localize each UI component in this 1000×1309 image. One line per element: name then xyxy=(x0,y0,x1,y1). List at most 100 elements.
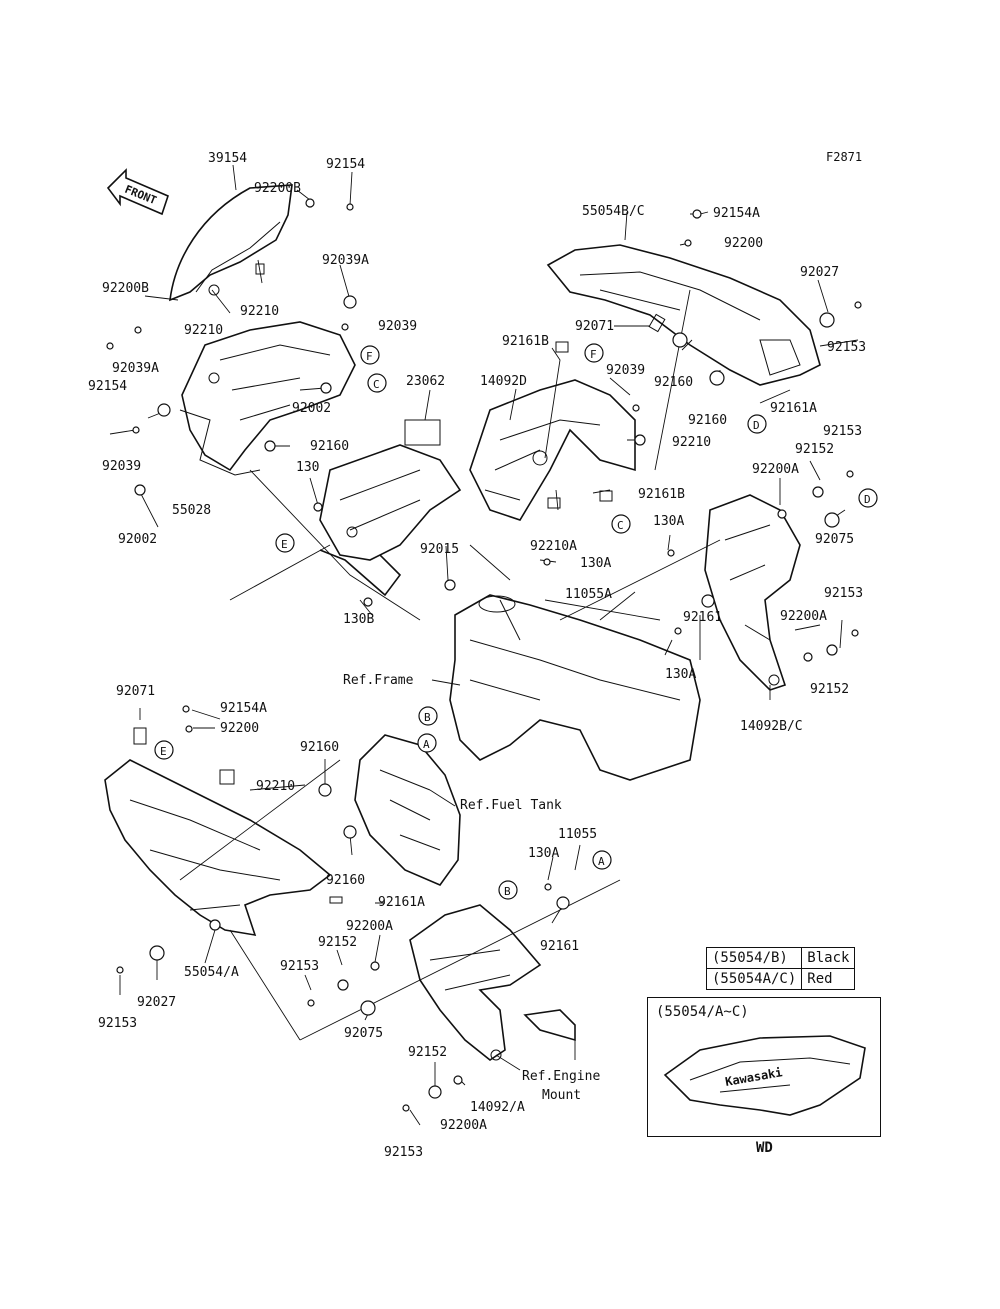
callout: 92152 xyxy=(408,1045,447,1060)
callout: 92153 xyxy=(280,959,319,974)
lower-cover-14092a xyxy=(409,904,542,1061)
callout: 92161A xyxy=(770,401,817,416)
marker: B xyxy=(504,885,511,898)
callout: 92152 xyxy=(810,682,849,697)
marker: A xyxy=(598,855,605,868)
callout: 92153 xyxy=(98,1016,137,1031)
callout: 92200A xyxy=(780,609,827,624)
callout: 92154A xyxy=(713,206,760,221)
callout: 130B xyxy=(343,612,374,627)
leader-lines xyxy=(109,164,859,1126)
callout: 92161A xyxy=(378,895,425,910)
callout: 130A xyxy=(580,556,611,571)
callout: 92039 xyxy=(102,459,141,474)
lower-cover-14092bc xyxy=(704,494,801,691)
callout: 92071 xyxy=(116,684,155,699)
callout: 92039 xyxy=(378,319,417,334)
callout: 23062 xyxy=(406,374,445,389)
callout: 39154 xyxy=(208,151,247,166)
callout: 92071 xyxy=(575,319,614,334)
callout: 92152 xyxy=(795,442,834,457)
callout: 92210 xyxy=(672,435,711,450)
callout: 92160 xyxy=(688,413,727,428)
callout: 92039A xyxy=(112,361,159,376)
legend-color: Red xyxy=(801,968,856,990)
part-callouts: 39154 92154 92200B 92210 92039A 92200B 9… xyxy=(88,151,866,1160)
callout: 92027 xyxy=(137,995,176,1010)
reference-labels: Ref.Frame Ref.Fuel Tank Ref.Engine Mount xyxy=(343,673,600,1103)
callout: 92152 xyxy=(318,935,357,950)
callout: 130A xyxy=(653,514,684,529)
callout: 14092B/C xyxy=(740,719,803,734)
legend-color: Black xyxy=(801,947,856,969)
callout: 92153 xyxy=(827,340,866,355)
callout: 55054B/C xyxy=(582,204,645,219)
callout: 11055A xyxy=(565,587,612,602)
callout: 92210A xyxy=(530,539,577,554)
marker: B xyxy=(424,711,431,724)
callout: 92160 xyxy=(300,740,339,755)
callout: 92200 xyxy=(724,236,763,251)
fuel-tank-cover xyxy=(354,734,461,886)
callout: 92027 xyxy=(800,265,839,280)
ref-mount: Mount xyxy=(542,1088,581,1103)
callout: 92015 xyxy=(420,542,459,557)
callout: 92200A xyxy=(440,1118,487,1133)
inset-label: WD xyxy=(756,1140,773,1156)
callout: 92160 xyxy=(654,375,693,390)
callout: 92210 xyxy=(256,779,295,794)
callout: 55028 xyxy=(172,503,211,518)
marker: A xyxy=(423,738,430,751)
legend-row: (55054/B) Black xyxy=(705,947,856,969)
callout: 55054/A xyxy=(184,965,239,980)
callout: 92210 xyxy=(240,304,279,319)
callout: 92200A xyxy=(346,919,393,934)
callout: 92002 xyxy=(292,401,331,416)
callout: 92075 xyxy=(815,532,854,547)
callout: 92200B xyxy=(254,181,301,196)
callout: 130A xyxy=(528,846,559,861)
callout: 14092/A xyxy=(470,1100,525,1115)
inset-title: (55054/A~C) xyxy=(656,1004,749,1020)
callout: 92161B xyxy=(502,334,549,349)
callout: 130 xyxy=(296,460,319,475)
marker: F xyxy=(366,350,373,363)
callout: 92161B xyxy=(638,487,685,502)
callout: 92039A xyxy=(322,253,369,268)
marker: C xyxy=(373,378,380,391)
callout: 92153 xyxy=(823,424,862,439)
callout: 92160 xyxy=(310,439,349,454)
ref-fuel-tank: Ref.Fuel Tank xyxy=(460,798,562,813)
upper-side-cowl xyxy=(546,244,821,386)
front-arrow-icon: FRONT xyxy=(106,168,169,216)
callout: 11055 xyxy=(558,827,597,842)
marker: D xyxy=(753,419,760,432)
ref-frame: Ref.Frame xyxy=(343,673,414,688)
callout: 92200 xyxy=(220,721,259,736)
callout: 92200A xyxy=(752,462,799,477)
callout: 92200B xyxy=(102,281,149,296)
front-cowl-55054a xyxy=(104,759,332,937)
callout: 92153 xyxy=(824,586,863,601)
legend-code: (55054A/C) xyxy=(705,968,803,990)
legend-code: (55054/B) xyxy=(705,947,803,969)
hardware xyxy=(106,198,862,1112)
callout: 92153 xyxy=(384,1145,423,1160)
marker: E xyxy=(281,538,288,551)
callout: 92002 xyxy=(118,532,157,547)
marker: E xyxy=(160,745,167,758)
circle-markers: F F C C D D E E B A B A xyxy=(154,343,878,900)
marker: F xyxy=(590,348,597,361)
marker: D xyxy=(864,493,871,506)
cowl-stay xyxy=(319,419,462,597)
inner-cowl xyxy=(179,321,356,476)
frame-reference xyxy=(449,594,701,781)
color-legend: (55054/B) Black (55054A/C) Red xyxy=(705,947,856,990)
legend-row: (55054A/C) Red xyxy=(705,968,856,990)
callout: 92154 xyxy=(88,379,127,394)
callout: 92154 xyxy=(326,157,365,172)
callout: 92154A xyxy=(220,701,267,716)
callout: 130A xyxy=(665,667,696,682)
callout: 14092D xyxy=(480,374,527,389)
